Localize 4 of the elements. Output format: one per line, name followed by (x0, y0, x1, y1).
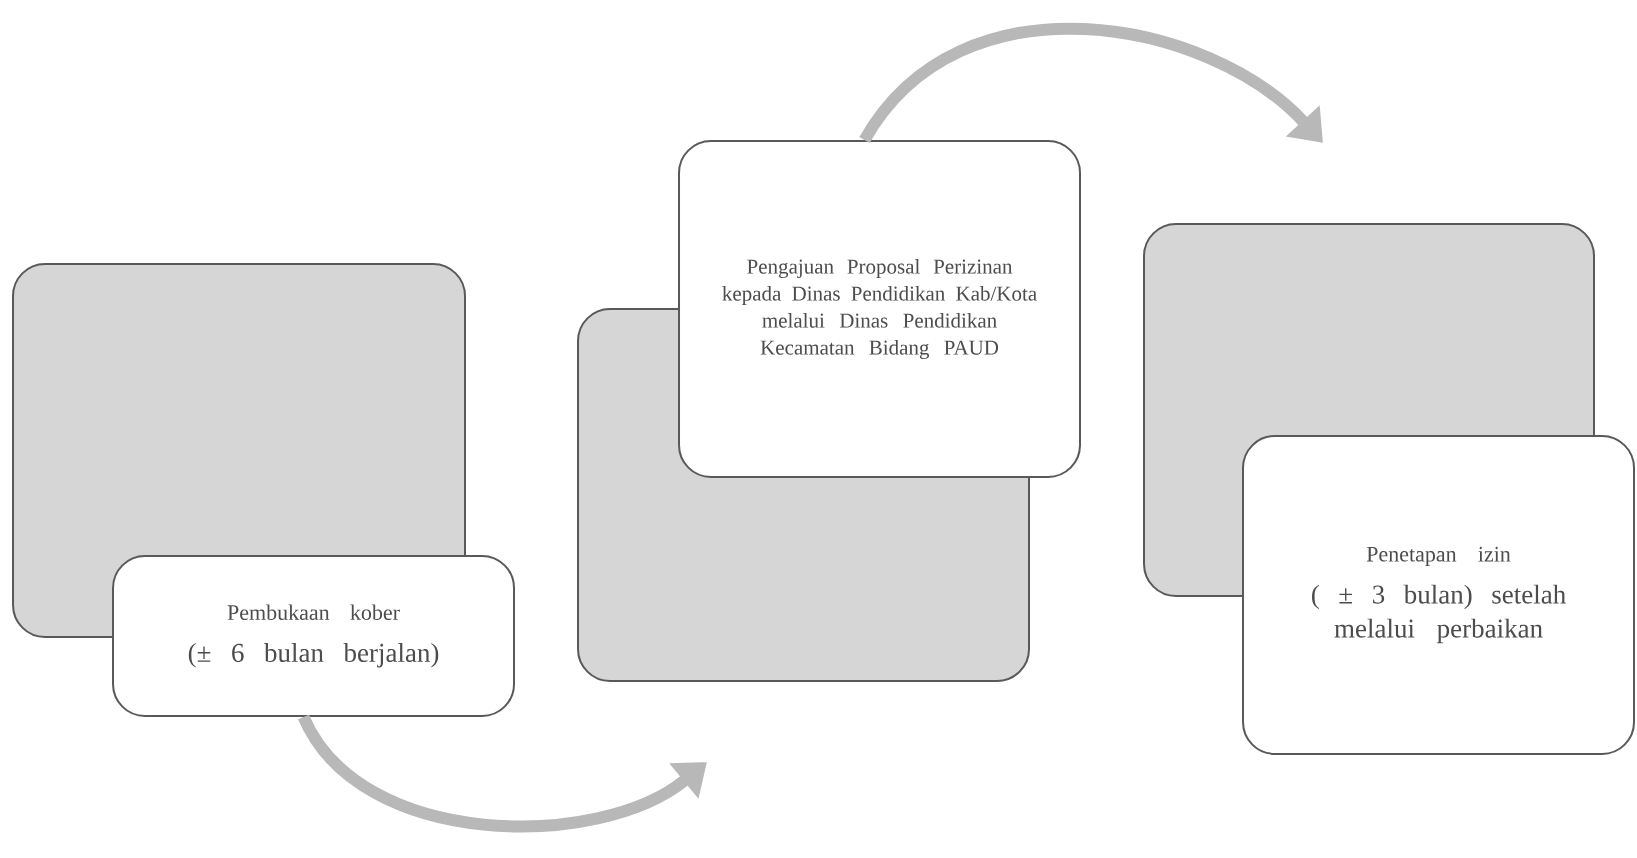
curved-arrow (859, 23, 1323, 144)
step-box: Penetapan izin ( ± 3 bulan) setelah melalui perbaikan (1242, 435, 1635, 755)
step-box: Pembukaan kober (± 6 bulan berjalan) (112, 555, 515, 717)
step-box: Pengajuan Proposal Perizinan kepada Dinas Pendidikan Kab/Kota melalui Dinas Pendidikan Kecamatan Bidang PAUD (678, 140, 1081, 478)
